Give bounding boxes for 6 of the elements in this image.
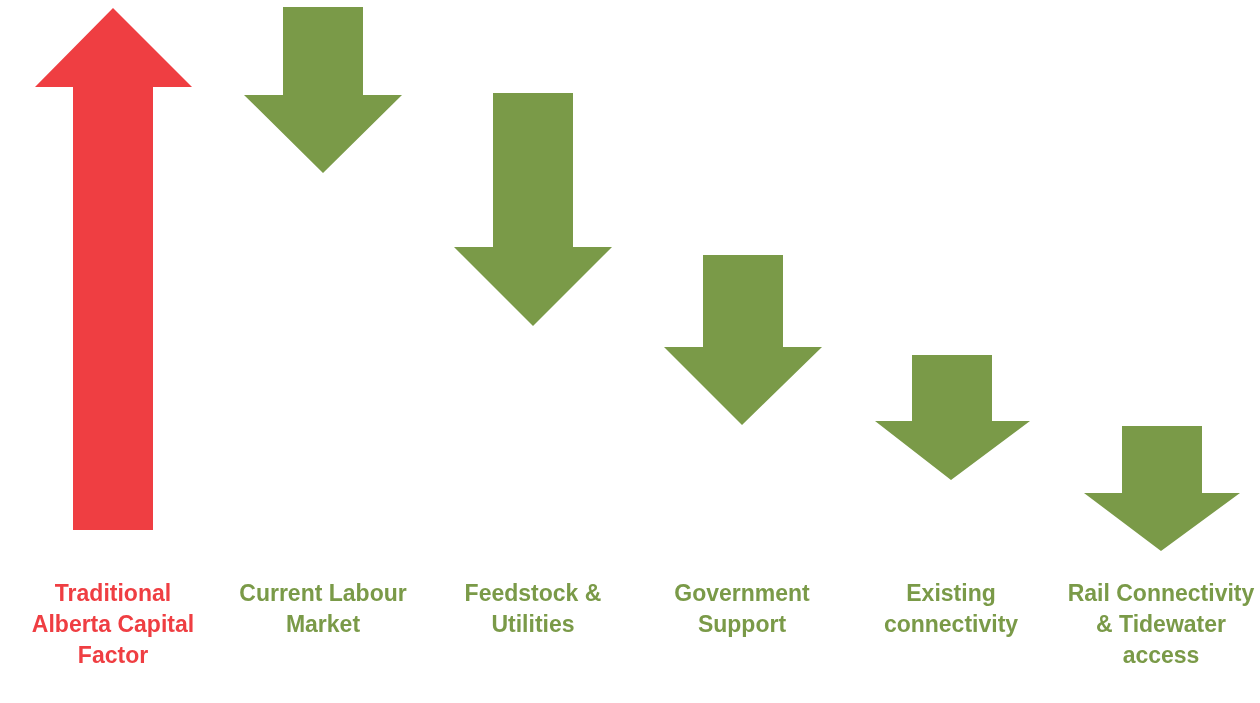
factor-label: Existing connectivity — [851, 578, 1051, 640]
factor-label: Traditional Alberta Capital Factor — [13, 578, 213, 671]
factor-label: Current Labour Market — [223, 578, 423, 640]
factor-label: Feedstock & Utilities — [433, 578, 633, 640]
factor-label: Government Support — [642, 578, 842, 640]
factor-label: Rail Connectivity & Tidewater access — [1061, 578, 1260, 671]
